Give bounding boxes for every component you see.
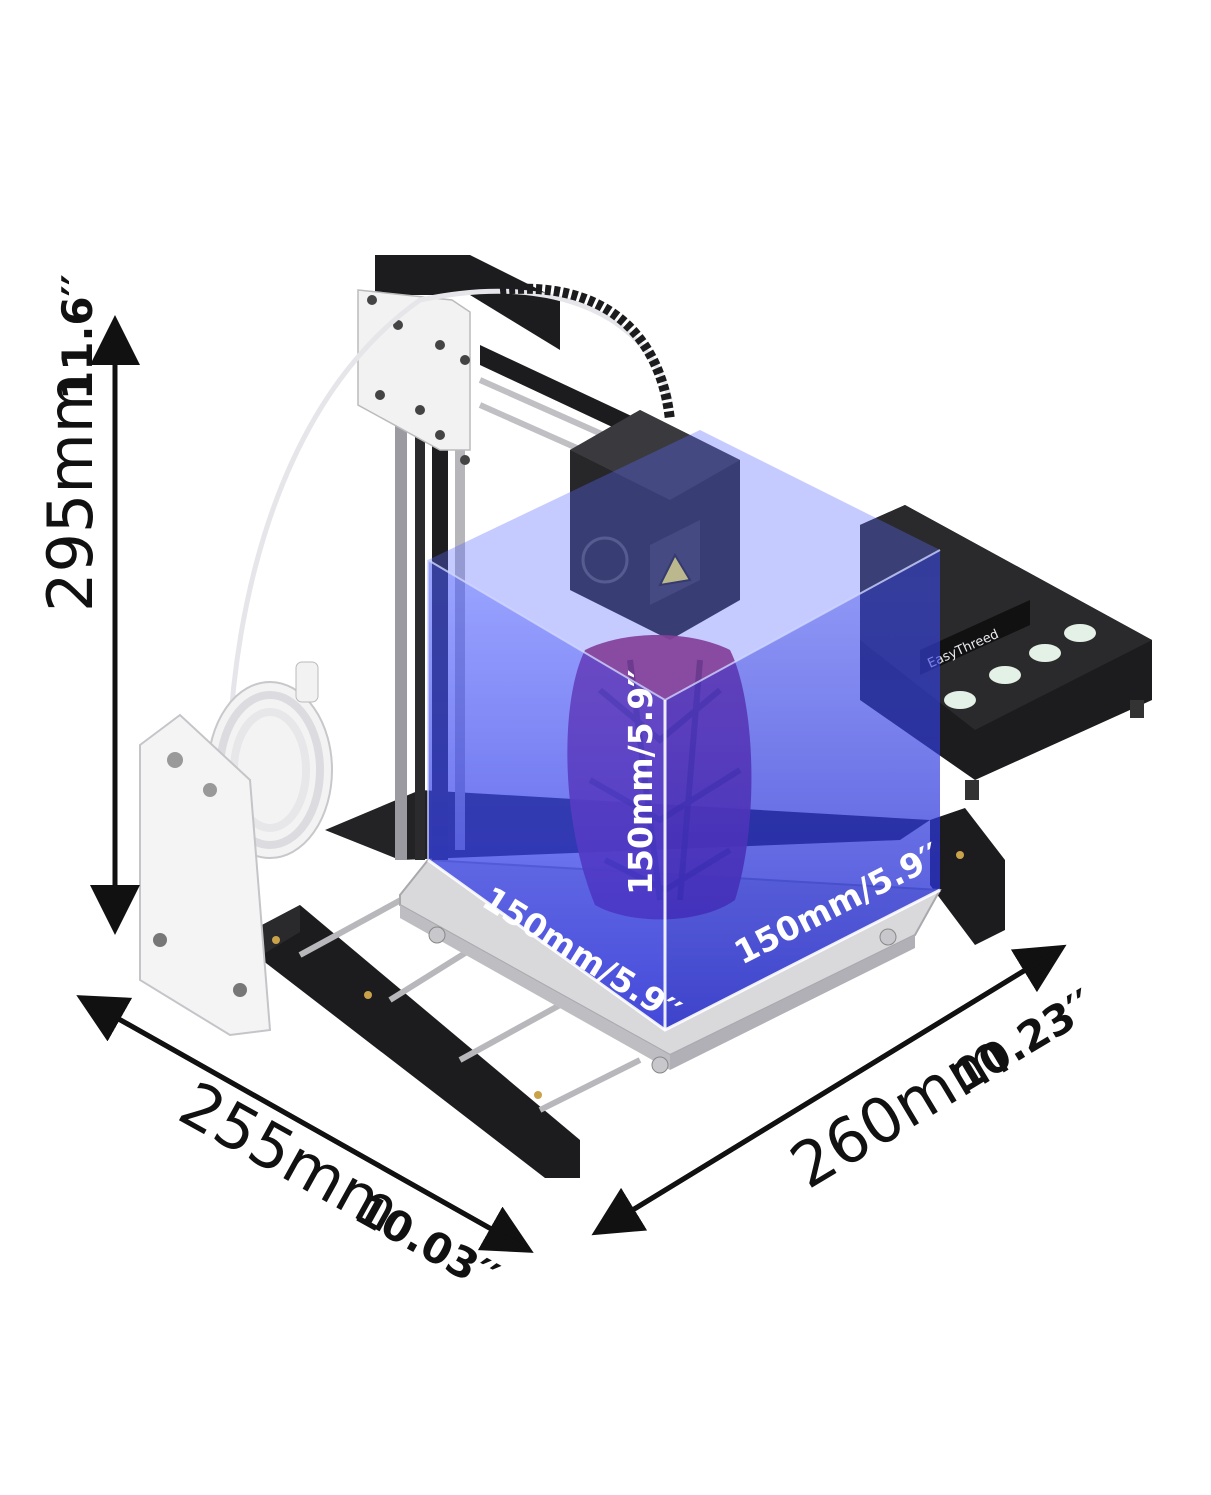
spool-holder — [139, 661, 333, 1037]
control-button-1 — [944, 691, 976, 709]
height-mm-label: 295mm — [34, 373, 107, 612]
cable-chain — [499, 283, 675, 421]
width-dimension — [591, 944, 1067, 1236]
control-button-4 — [1064, 624, 1096, 642]
depth-dimension — [76, 995, 534, 1253]
control-button-2 — [989, 666, 1021, 684]
z-axis-tower — [357, 255, 662, 860]
build-volume-z-label: 150mm/5.9′′ — [621, 669, 660, 895]
build-volume-cube — [427, 430, 941, 1032]
print-head — [570, 410, 740, 640]
fan-icon — [581, 536, 629, 584]
height-in-label: 11.6′′ — [53, 274, 102, 400]
control-button-3 — [1029, 644, 1061, 662]
